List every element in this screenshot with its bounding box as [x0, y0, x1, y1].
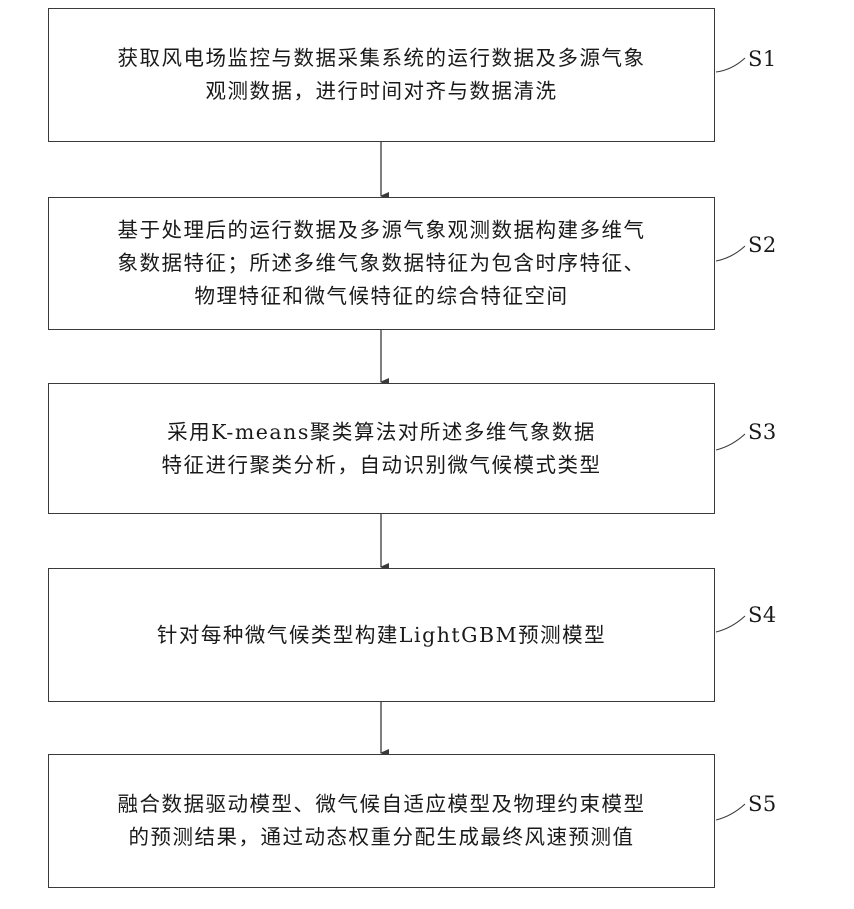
step-box-s2: 基于处理后的运行数据及多源气象观测数据构建多维气 象数据特征；所述多维气象数据特… — [48, 197, 715, 330]
step-s2-line-3: 物理特征和微气候特征的综合特征空间 — [195, 280, 569, 313]
step-s3-line-1: 采用K-means聚类算法对所述多维气象数据 — [167, 416, 596, 449]
step-s2-line-2: 象数据特征；所述多维气象数据特征为包含时序特征、 — [118, 247, 646, 280]
step-label-s3: S3 — [748, 420, 777, 444]
step-label-s1: S1 — [748, 47, 777, 71]
step-s4-line-1: 针对每种微气候类型构建LightGBM预测模型 — [157, 619, 606, 652]
step-s5-line-1: 融合数据驱动模型、微气候自适应模型及物理约束模型 — [118, 788, 646, 821]
step-box-s4: 针对每种微气候类型构建LightGBM预测模型 — [48, 568, 715, 702]
step-s3-line-2: 特征进行聚类分析，自动识别微气候模式类型 — [162, 449, 602, 482]
step-label-s5: S5 — [748, 792, 777, 816]
leader-s4 — [716, 616, 745, 632]
step-s5-line-2: 的预测结果，通过动态权重分配生成最终风速预测值 — [129, 821, 635, 854]
step-s1-line-2: 观测数据，进行时间对齐与数据清洗 — [206, 75, 558, 108]
step-label-s2: S2 — [748, 233, 777, 257]
step-box-s1: 获取风电场监控与数据采集系统的运行数据及多源气象 观测数据，进行时间对齐与数据清… — [48, 8, 715, 142]
step-box-s5: 融合数据驱动模型、微气候自适应模型及物理约束模型 的预测结果，通过动态权重分配生… — [48, 754, 715, 888]
leader-s3 — [716, 434, 745, 450]
step-s1-line-1: 获取风电场监控与数据采集系统的运行数据及多源气象 — [118, 42, 646, 75]
leader-s2 — [716, 246, 745, 261]
leader-s5 — [716, 804, 745, 820]
step-label-s4: S4 — [748, 603, 777, 627]
leader-s1 — [716, 58, 745, 72]
step-s2-line-1: 基于处理后的运行数据及多源气象观测数据构建多维气 — [118, 214, 646, 247]
step-box-s3: 采用K-means聚类算法对所述多维气象数据 特征进行聚类分析，自动识别微气候模… — [48, 383, 715, 514]
